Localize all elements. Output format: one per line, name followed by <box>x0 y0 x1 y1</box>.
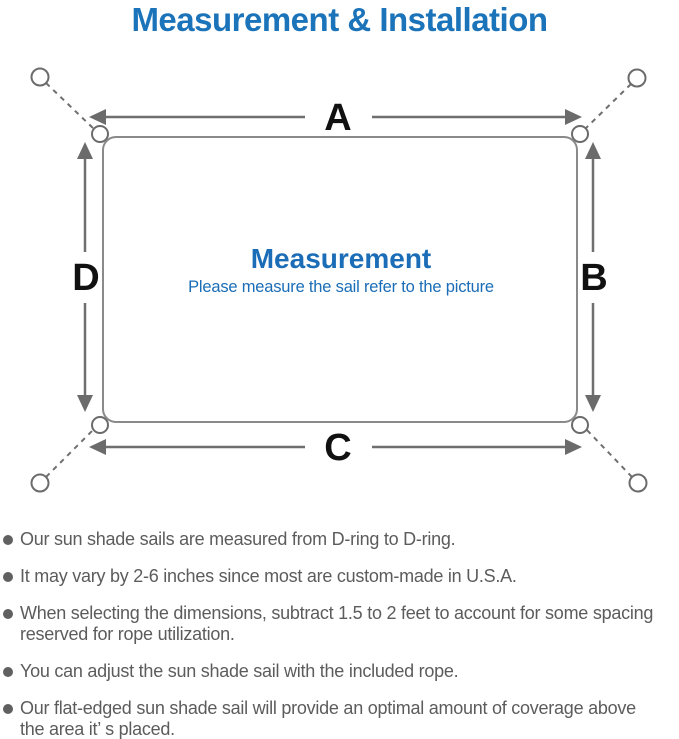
corner-d-rings <box>91 125 589 434</box>
note-text: It may vary by 2-6 inches since most are… <box>20 566 517 586</box>
bullet-icon <box>3 667 13 677</box>
dimension-lines <box>83 115 595 449</box>
arrow-d-up-icon <box>77 142 93 159</box>
rope-top-left <box>45 82 96 131</box>
arrow-c-right-icon <box>565 439 582 455</box>
arrow-d-down-icon <box>77 395 93 412</box>
rope-bottom-right <box>584 427 633 478</box>
d-ring-bottom-left-icon <box>91 416 109 434</box>
anchor-bottom-left-icon <box>30 473 50 493</box>
list-item: Our sun shade sails are measured from D-… <box>3 529 663 550</box>
d-ring-bottom-right-icon <box>571 416 589 434</box>
anchor-top-left-icon <box>30 67 50 87</box>
anchor-points <box>30 67 648 493</box>
note-text: Our sun shade sails are measured from D-… <box>20 529 456 549</box>
arrow-b-down-icon <box>585 395 601 412</box>
rope-bottom-left <box>45 427 96 478</box>
d-ring-top-right-icon <box>571 125 589 143</box>
list-item: When selecting the dimensions, subtract … <box>3 603 663 645</box>
dim-label-c: C <box>324 427 351 469</box>
arrow-a-left-icon <box>89 109 106 125</box>
d-ring-top-left-icon <box>91 125 109 143</box>
diagram-center-title: Measurement <box>251 243 432 274</box>
arrow-b-up-icon <box>585 142 601 159</box>
notes-list: Our sun shade sails are measured from D-… <box>3 529 663 739</box>
dim-label-d: D <box>72 257 99 299</box>
dim-label-a: A <box>324 97 351 139</box>
dimension-arrowheads <box>77 109 601 455</box>
note-text: When selecting the dimensions, subtract … <box>20 603 654 644</box>
measurement-diagram: A B C D Measurement Please measure the s… <box>30 67 648 493</box>
rope-dashed-lines <box>45 82 633 478</box>
sail-outline <box>102 136 578 423</box>
list-item: You can adjust the sun shade sail with t… <box>3 661 663 682</box>
note-text: Our flat-edged sun shade sail will provi… <box>20 698 636 739</box>
page-title: Measurement & Installation <box>131 1 548 38</box>
bullet-icon <box>3 704 13 714</box>
list-item: Our flat-edged sun shade sail will provi… <box>3 698 663 739</box>
arrow-a-right-icon <box>565 109 582 125</box>
note-text: You can adjust the sun shade sail with t… <box>20 661 459 681</box>
anchor-top-right-icon <box>627 68 647 88</box>
anchor-bottom-right-icon <box>628 473 648 493</box>
arrow-c-left-icon <box>89 439 106 455</box>
dim-label-b: B <box>580 257 607 299</box>
diagram-center-subtitle: Please measure the sail refer to the pic… <box>188 278 494 296</box>
bullet-icon <box>3 572 13 582</box>
bullet-icon <box>3 609 13 619</box>
list-item: It may vary by 2-6 inches since most are… <box>3 566 663 587</box>
bullet-icon <box>3 535 13 545</box>
rope-top-right <box>583 83 632 131</box>
